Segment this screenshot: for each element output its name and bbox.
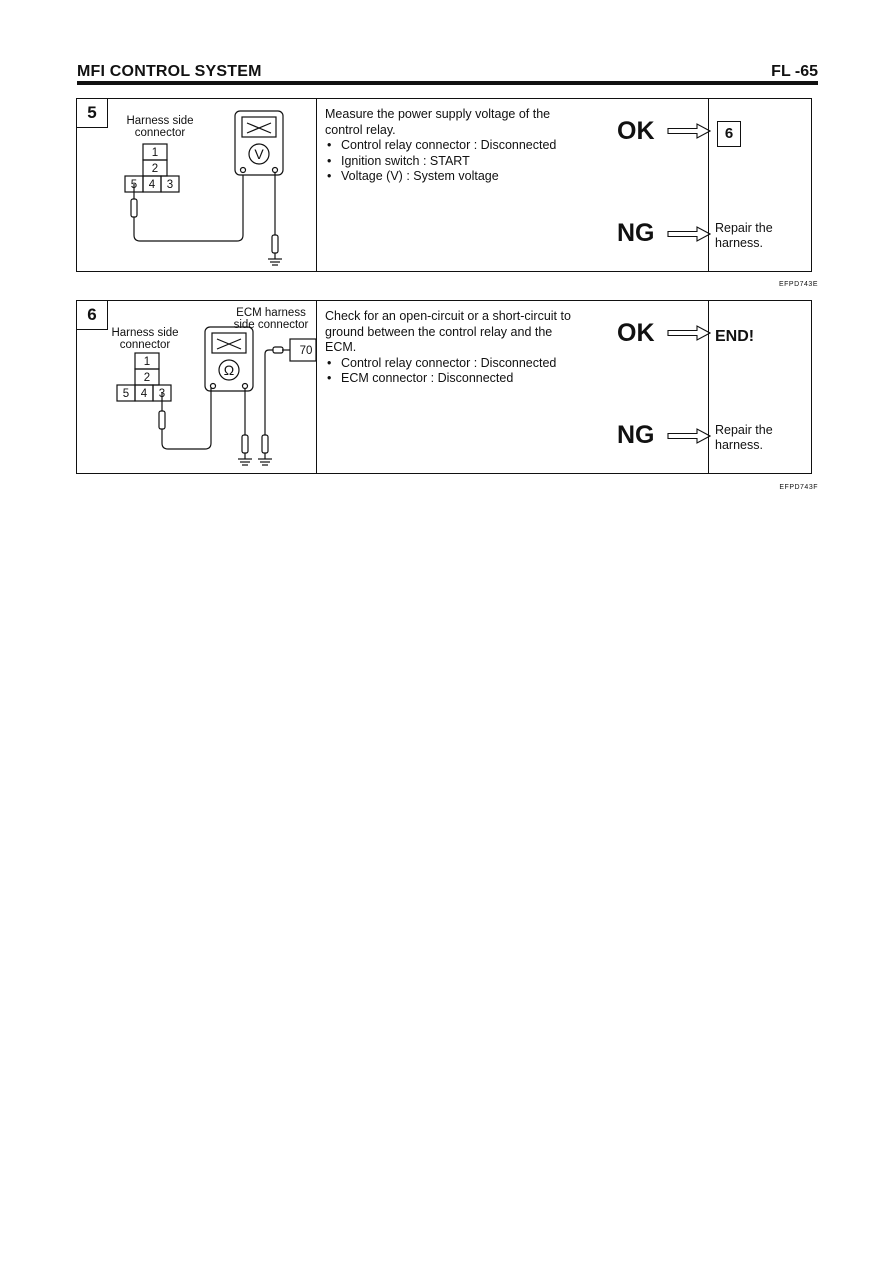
step-description: Measure the power supply voltage of the … [325, 107, 551, 137]
ohmmeter-wiring-diagram: 1 2 5 4 3 Ω 70 [116, 326, 316, 466]
condition-item: ECM connector : Disconnected [325, 371, 575, 387]
page-title: MFI CONTROL SYSTEM [77, 63, 262, 80]
step-5-diagram: 5 Harness side connector [77, 99, 317, 271]
ok-label: OK [617, 117, 655, 145]
page-number: FL -65 [771, 63, 818, 80]
condition-list: Control relay connector : Disconnected E… [325, 356, 575, 387]
step-6-instructions: Check for an open-circuit or a short-cir… [317, 301, 711, 473]
pin-5: 5 [131, 179, 137, 191]
header-rule [77, 81, 818, 85]
pin-4: 4 [149, 179, 156, 191]
condition-list: Control relay connector : Disconnected I… [325, 138, 575, 185]
ecm-pin: 70 [300, 345, 313, 357]
pin-2: 2 [144, 372, 150, 384]
step-5-panel: 5 Harness side connector [76, 98, 812, 272]
ok-result: END! [715, 328, 755, 345]
connector-label: Harness side connector [126, 115, 194, 139]
pin-1: 1 [144, 356, 150, 368]
ok-label: OK [617, 319, 655, 347]
condition-item: Control relay connector : Disconnected [325, 356, 575, 372]
pin-5: 5 [123, 388, 129, 400]
condition-item: Control relay connector : Disconnected [325, 138, 575, 154]
condition-item: Ignition switch : START [325, 154, 575, 170]
ng-label: NG [617, 421, 655, 449]
goto-step-link[interactable]: 6 [717, 121, 741, 147]
step-5-instructions: Measure the power supply voltage of the … [317, 99, 711, 271]
meter-symbol: Ω [224, 362, 234, 378]
ng-arrow-icon [667, 226, 711, 242]
ecm-connector-label: ECM harness side connector [233, 307, 309, 331]
figure-code: EFPD743F [779, 484, 818, 491]
step-5-results: 6 Repair the harness. [709, 99, 811, 271]
step-6-panel: 6 Harness side connector ECM harness sid… [76, 300, 812, 474]
step-6-results: END! Repair the harness. [709, 301, 811, 473]
ng-result: Repair the harness. [715, 423, 773, 452]
step-number: 6 [77, 301, 108, 330]
pin-2: 2 [152, 163, 158, 175]
ng-label: NG [617, 219, 655, 247]
pin-4: 4 [141, 388, 148, 400]
pin-1: 1 [152, 147, 158, 159]
connector-label: Harness side connector [111, 327, 179, 351]
voltmeter-wiring-diagram: 1 2 5 4 3 V [124, 110, 284, 266]
step-number: 5 [77, 99, 108, 128]
ng-result: Repair the harness. [715, 221, 773, 250]
step-description: Check for an open-circuit or a short-cir… [325, 309, 571, 354]
ng-arrow-icon [667, 428, 711, 444]
condition-item: Voltage (V) : System voltage [325, 169, 575, 185]
pin-3: 3 [159, 388, 165, 400]
meter-symbol: V [254, 146, 264, 162]
ok-arrow-icon [667, 325, 711, 341]
ok-arrow-icon [667, 123, 711, 139]
step-6-diagram: 6 Harness side connector ECM harness sid… [77, 301, 317, 473]
pin-3: 3 [167, 179, 173, 191]
figure-code: EFPD743E [778, 281, 818, 288]
